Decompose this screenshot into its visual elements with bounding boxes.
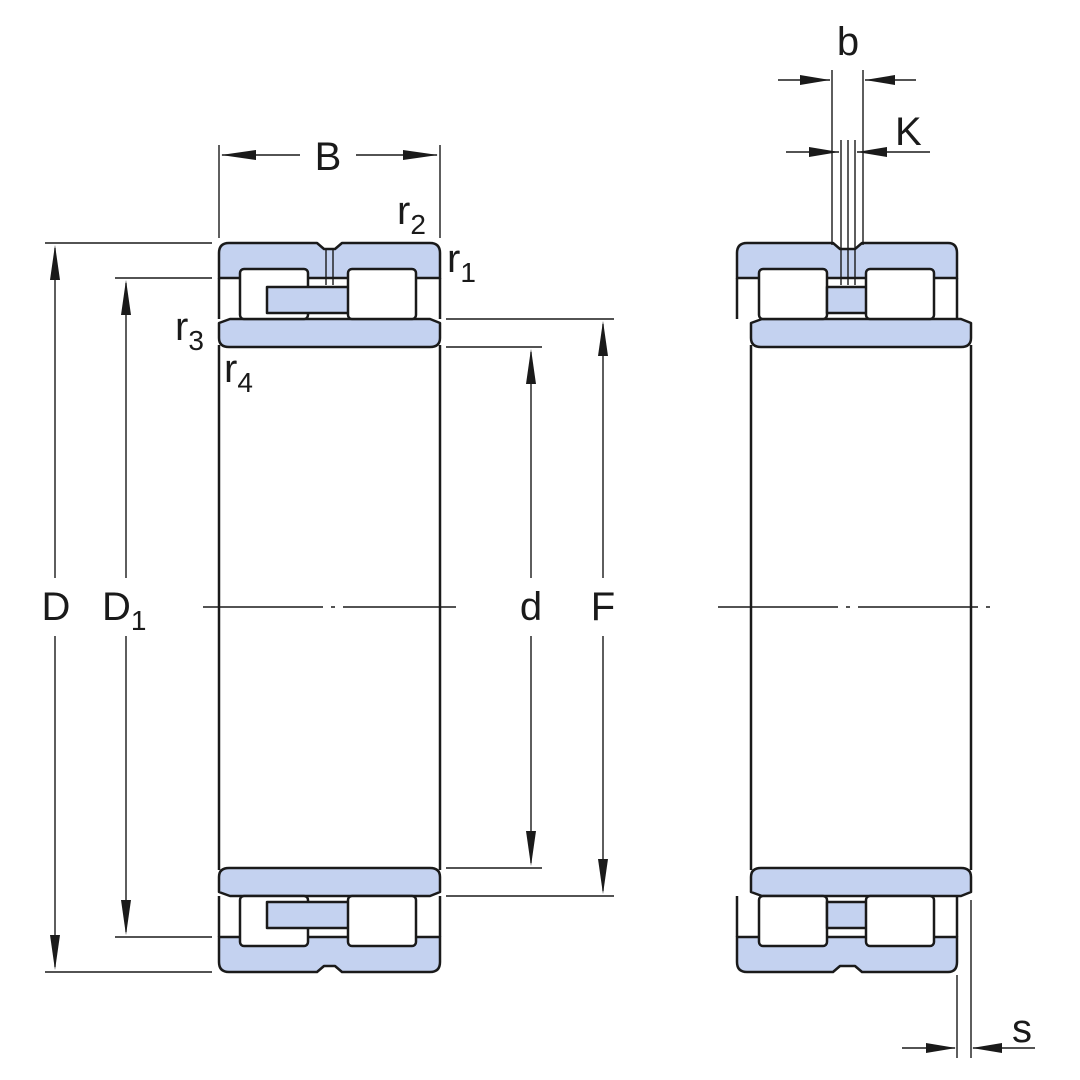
right-section-view bbox=[718, 70, 990, 974]
dimension-K bbox=[786, 147, 930, 157]
label-r3: r3 bbox=[175, 305, 204, 356]
roller-bottom-right bbox=[346, 894, 418, 948]
label-r2: r2 bbox=[397, 189, 426, 240]
dimension-D1 bbox=[115, 277, 212, 938]
dimension-B bbox=[218, 145, 441, 238]
label-F: F bbox=[591, 585, 615, 629]
label-K: K bbox=[895, 110, 922, 154]
inner-ring-top-right bbox=[749, 317, 973, 349]
roller-top-right bbox=[346, 267, 418, 321]
dimension-s bbox=[902, 900, 1035, 1058]
label-s: s bbox=[1012, 1007, 1032, 1051]
label-D1: D1 bbox=[102, 585, 146, 636]
label-r4: r4 bbox=[224, 347, 253, 398]
label-B: B bbox=[315, 135, 342, 179]
label-d: d bbox=[520, 585, 542, 629]
label-D: D bbox=[42, 585, 71, 629]
left-section-view bbox=[203, 241, 456, 974]
inner-ring-bottom-right bbox=[749, 866, 973, 898]
inner-ring-bottom bbox=[217, 866, 442, 898]
label-b: b bbox=[837, 20, 859, 64]
dimension-d bbox=[446, 346, 542, 869]
dimension-F bbox=[446, 318, 614, 897]
dimension-b bbox=[778, 75, 916, 85]
inner-ring-top bbox=[217, 317, 442, 349]
label-r1: r1 bbox=[447, 237, 476, 288]
dimension-D bbox=[45, 242, 212, 973]
